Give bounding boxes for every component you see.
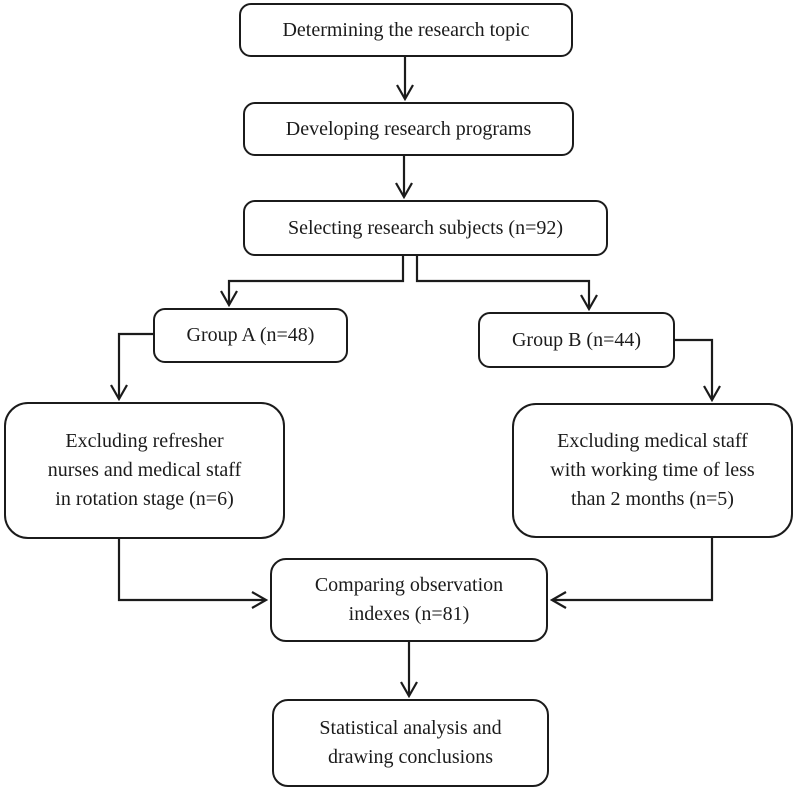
node-label: Group A (n=48) [186,324,315,346]
node-label-line: Excluding refresher [65,430,224,452]
node-determining-research-topic: Determining the research topic [239,3,573,57]
node-label: Group B (n=44) [511,328,642,351]
node-selecting-research-subjects: Selecting research subjects (n=92) [243,200,608,256]
node-label-line: than 2 months (n=5) [571,488,734,510]
node-label-line: drawing conclusions [328,746,493,768]
node-exclude-group-b: Excluding medical staff with working tim… [512,403,793,538]
arrow-selecting-to-group-b [415,255,589,309]
node-label-line: with working time of less [550,459,755,481]
node-group-a: Group A (n=48) [153,308,348,363]
node-comparing-observation-indexes: Comparing observation indexes (n=81) [270,558,548,642]
node-exclude-group-a: Excluding refresher nurses and medical s… [4,402,285,539]
arrow-exclude-b-to-comparing [552,537,714,600]
node-label: Selecting research subjects (n=92) [287,216,564,239]
node-group-b: Group B (n=44) [478,312,675,368]
node-developing-research-programs: Developing research programs [243,102,574,156]
node-label-line: in rotation stage (n=6) [55,488,234,510]
node-label-line: indexes (n=81) [348,603,470,625]
arrow-exclude-a-to-comparing [117,538,266,600]
arrow-group-b-to-exclude-b [675,338,712,400]
node-statistical-analysis-conclusions: Statistical analysis and drawing conclus… [272,699,549,787]
arrow-selecting-to-group-a [229,255,405,305]
arrow-group-a-to-exclude-a [119,332,154,399]
node-label-line: nurses and medical staff [47,459,242,481]
node-label: Determining the research topic [282,18,530,41]
node-label-line: Comparing observation [314,574,504,596]
node-label-line: Excluding medical staff [557,430,748,452]
node-label: Developing research programs [285,117,532,140]
node-label-line: Statistical analysis and [319,717,502,739]
